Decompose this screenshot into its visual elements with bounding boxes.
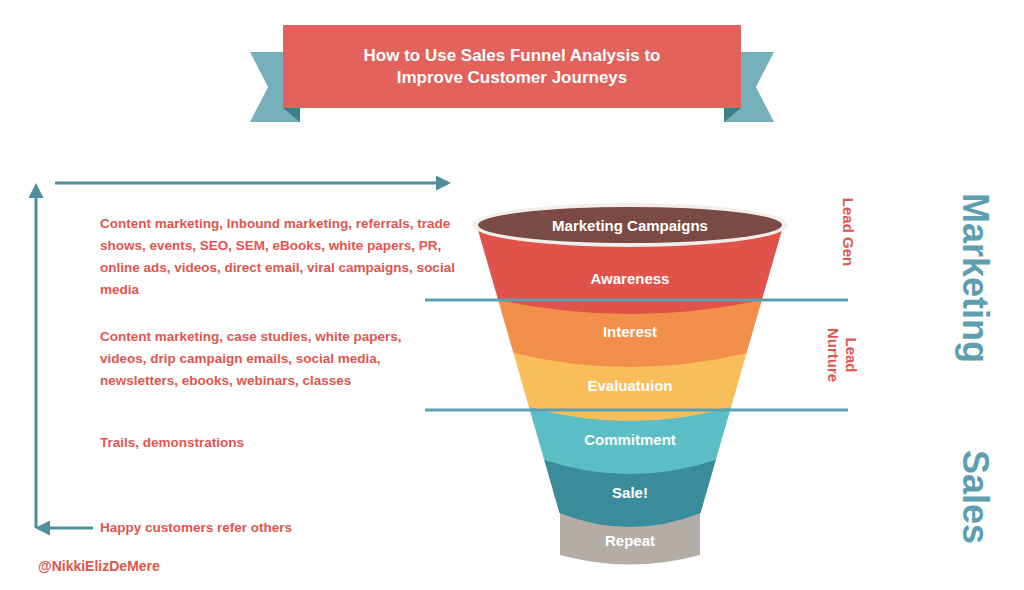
ribbon-fold <box>283 108 300 122</box>
stage-tactics: Trails, demonstrations <box>100 432 445 454</box>
stage-group: Lead Gen <box>839 198 857 266</box>
stage-label: Awareness <box>591 270 670 287</box>
author-handle: @NikkiElizDeMere <box>38 557 338 575</box>
funnel-stage: Repeat <box>605 532 655 549</box>
team-label: Marketing <box>955 193 995 363</box>
divider-line <box>425 299 848 302</box>
funnel-rim <box>472 203 788 247</box>
funnel-stage: Commitment <box>584 431 676 448</box>
funnel-stage: Interest <box>603 323 657 340</box>
flow-arrow <box>35 186 38 528</box>
loop-note: Happy customers refer others <box>100 519 445 537</box>
title-text: How to Use Sales Funnel Analysis to Impr… <box>288 30 736 103</box>
funnel-top <box>478 207 782 243</box>
stage-tactics: Content marketing, case studies, white p… <box>100 326 445 392</box>
stage-label: Repeat <box>605 532 655 549</box>
stage-label: Marketing Campaigns <box>552 217 708 234</box>
flow-arrow <box>38 527 93 530</box>
stage-label: Commitment <box>584 431 676 448</box>
flow-arrow <box>55 182 448 185</box>
stage-label: Sale! <box>612 484 648 501</box>
stage-tactics: Content marketing, Inbound marketing, re… <box>100 213 455 301</box>
stage-label: Evaluatuion <box>587 377 672 394</box>
ribbon-fold <box>724 108 741 122</box>
funnel-stage: Evaluatuion <box>587 377 672 394</box>
stage-label: Interest <box>603 323 657 340</box>
funnel-stage: Sale! <box>612 484 648 501</box>
team-label: Sales <box>955 450 995 544</box>
funnel-stage: Awareness <box>591 270 670 287</box>
stage-group: Lead Nurture <box>824 310 860 400</box>
ribbon-banner <box>283 25 741 108</box>
funnel-stage: Marketing Campaigns <box>552 217 708 234</box>
divider-line <box>425 409 848 412</box>
